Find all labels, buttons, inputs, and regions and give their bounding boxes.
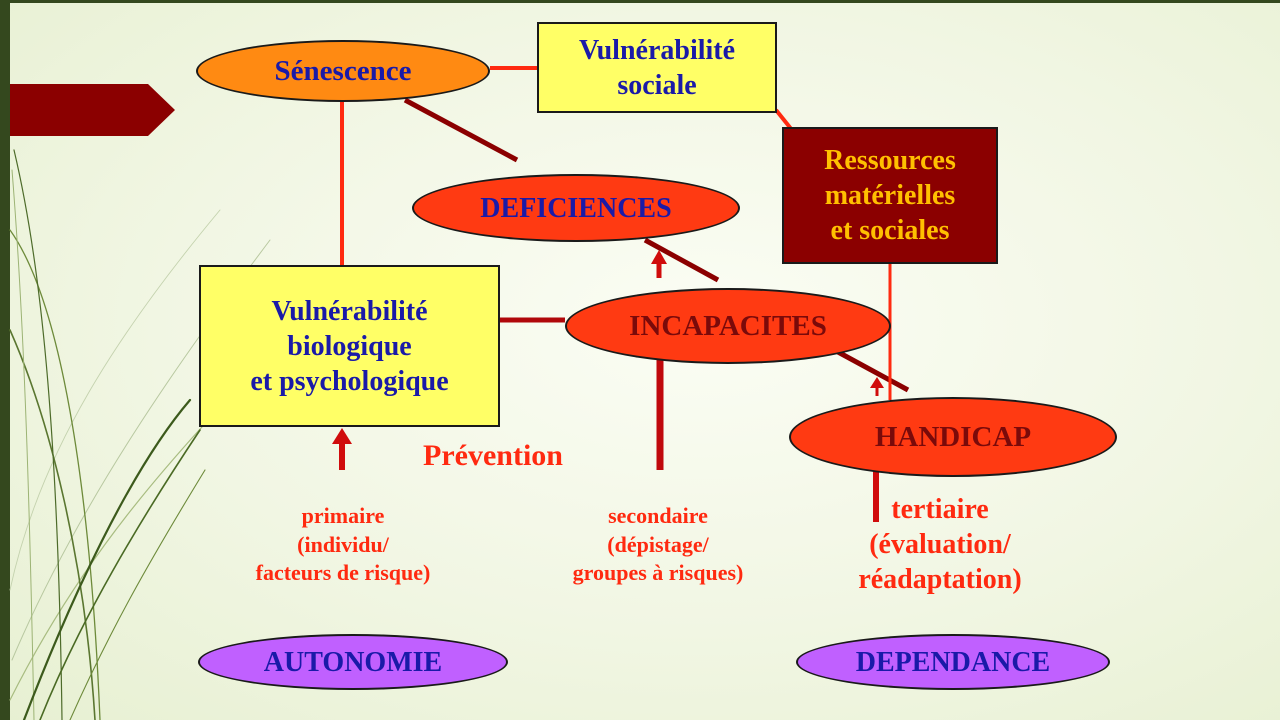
deficiences-label: DEFICIENCES <box>480 192 672 224</box>
social-vulnerability-label: Vulnérabilité sociale <box>578 34 736 101</box>
swoosh-line <box>9 209 221 591</box>
swoosh-line <box>11 169 35 720</box>
swoosh-line <box>69 469 206 720</box>
senescence-label: Sénescence <box>274 54 412 87</box>
resources-box: Ressources matérielles et sociales <box>782 127 998 264</box>
incapacites-label: INCAPACITES <box>629 309 827 342</box>
top-border-line <box>0 0 1280 3</box>
dependance-label: DEPENDANCE <box>855 646 1051 678</box>
swoosh-line <box>39 429 201 720</box>
connector-line <box>643 237 720 283</box>
swoosh-line <box>13 149 63 720</box>
swoosh-line <box>22 398 192 720</box>
secondary-prevention-label: secondaire (dépistage/ groupes à risques… <box>572 503 744 586</box>
handicap-node: HANDICAP <box>789 397 1117 477</box>
incapacites-node: INCAPACITES <box>565 288 891 364</box>
resources-label: Ressources matérielles et sociales <box>824 145 956 246</box>
arrowhead <box>332 428 352 444</box>
left-accent-bar <box>0 0 10 720</box>
prevention-label: Prévention <box>423 439 563 472</box>
autonomie-label: AUTONOMIE <box>263 646 443 678</box>
social-vulnerability-box: Vulnérabilité sociale <box>537 22 777 113</box>
bio-psych-vulnerability-box: Vulnérabilité biologique et psychologiqu… <box>199 265 500 427</box>
connector-line <box>836 349 910 393</box>
senescence-node: Sénescence <box>196 40 490 102</box>
dependance-node: DEPENDANCE <box>796 634 1110 690</box>
connector-line <box>774 108 794 132</box>
tertiary-prevention-label: tertiaire (évaluation/ réadaptation) <box>858 494 1022 595</box>
bio-psych-vulnerability-label: Vulnérabilité biologique et psychologiqu… <box>250 295 449 397</box>
deficiences-node: DEFICIENCES <box>412 174 740 242</box>
primary-prevention-label: primaire (individu/ facteurs de risque) <box>255 503 431 586</box>
swoosh-line <box>9 229 101 720</box>
swoosh-line <box>9 329 96 720</box>
connector-line <box>403 97 519 163</box>
autonomie-node: AUTONOMIE <box>198 634 508 690</box>
arrowhead <box>870 377 884 388</box>
handicap-label: HANDICAP <box>874 420 1032 453</box>
arrow-tab <box>10 84 175 136</box>
arrowhead <box>651 250 667 264</box>
